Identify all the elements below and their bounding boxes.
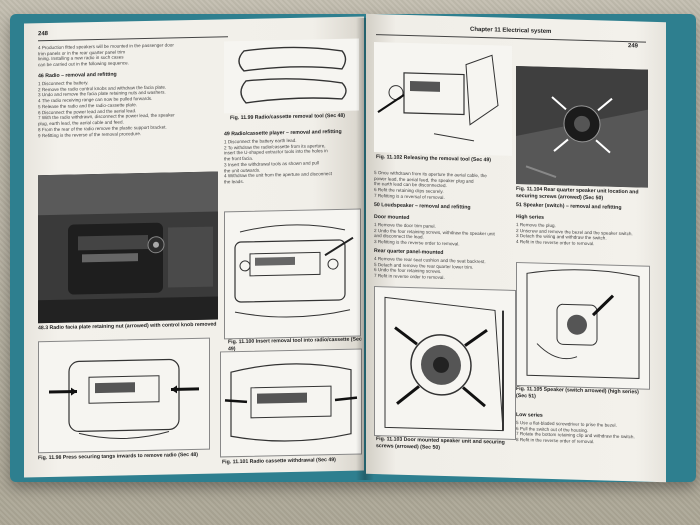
caption-press-tangs: Fig. 11.98 Press securing tangs inwards …	[38, 451, 199, 462]
right-page-number: 249	[628, 43, 639, 50]
caption-facia-plate: 48.3 Radio facia plate retaining nut (ar…	[38, 321, 217, 332]
removal-tool-drawing	[224, 38, 359, 114]
left-steps-text: 1 Disconnect the battery. 2 Remove the r…	[38, 80, 175, 138]
header-rule	[38, 36, 228, 42]
left-page-number: 248	[38, 31, 49, 38]
right-text-block-4: 1 Remove the plug. 2 Unscrew and remove …	[516, 222, 633, 247]
right-text-block-5: 5 Use a flat-bladed screwdriver to prise…	[516, 420, 635, 445]
right-running-header: Chapter 11 Electrical system	[470, 26, 552, 35]
left-page: 248 4 Production fitted speakers will be…	[24, 16, 364, 478]
left-intro-text: 4 Production fitted speakers will be mou…	[38, 42, 174, 68]
caption-speaker-high: Fig. 11.105 Speaker (switch arrowed) (hi…	[516, 386, 639, 400]
caption-withdrawal: Fig. 11.101 Radio cassette withdrawal (S…	[222, 457, 336, 466]
door-speaker-drawing	[374, 286, 516, 440]
caption-removal-tool: Fig. 11.99 Radio/cassette removal tool (…	[230, 112, 346, 122]
caption-release-tool: Fig. 11.102 Releasing the removal tool (…	[376, 154, 492, 164]
speaker-switch-drawing	[516, 262, 650, 390]
insert-tool-drawing	[224, 208, 361, 340]
rear-speaker-photo	[516, 66, 648, 188]
release-tool-drawing	[374, 42, 512, 156]
right-text-block-3: 4 Remove the rear seat cushion and the s…	[374, 256, 486, 281]
radio-facia-photo	[38, 171, 218, 324]
right-page: Chapter 11 Electrical system 249 Fig. 11…	[366, 13, 666, 483]
caption-rear-speaker: Fig. 11.104 Rear quarter speaker unit lo…	[516, 186, 639, 201]
caption-door-speaker: Fig. 11.103 Door mounted speaker unit an…	[376, 436, 505, 451]
press-tangs-drawing	[38, 337, 210, 454]
right-text-block-1: 5 Once withdrawn from its aperture the a…	[374, 170, 487, 200]
withdrawal-drawing	[220, 348, 362, 458]
right-text-block-2: 1 Remove the door trim panel. 2 Undo the…	[374, 222, 495, 247]
left-sub-text: 1 Disconnect the battery earth lead. 2 T…	[224, 137, 333, 185]
heading-loudspeaker: 50 Loudspeaker – removal and refitting	[374, 202, 471, 211]
heading-speaker-switch: 51 Speaker (switch) – removal and refitt…	[516, 202, 622, 211]
